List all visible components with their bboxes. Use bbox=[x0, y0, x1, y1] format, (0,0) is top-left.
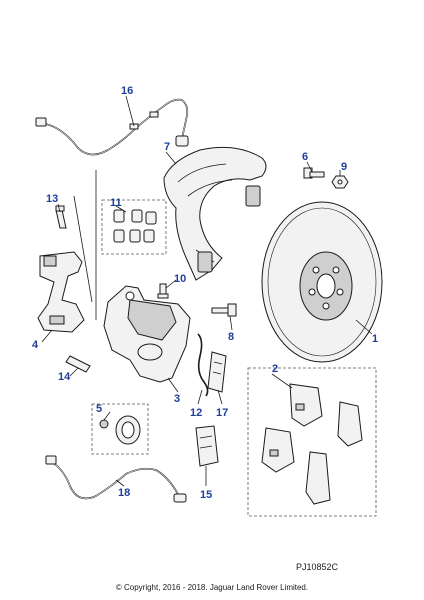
callout-8: 8 bbox=[228, 331, 234, 343]
leader-lines bbox=[41, 95, 373, 487]
callout-1: 1 bbox=[372, 333, 378, 345]
bolt-6[interactable] bbox=[303, 167, 325, 179]
brake-disc-1[interactable] bbox=[261, 201, 383, 363]
copyright-notice: © Copyright, 2016 - 2018. Jaguar Land Ro… bbox=[115, 583, 309, 592]
callout-5: 5 bbox=[96, 403, 102, 415]
brake-caliper-3[interactable] bbox=[103, 285, 191, 383]
callout-11: 11 bbox=[110, 197, 122, 209]
guide-pin-8[interactable] bbox=[211, 303, 237, 317]
seal-kit-5[interactable] bbox=[91, 403, 149, 455]
callout-18: 18 bbox=[118, 487, 130, 499]
spring-clip-12[interactable] bbox=[197, 333, 209, 397]
callout-4: 4 bbox=[32, 339, 39, 351]
callout-3: 3 bbox=[174, 393, 180, 405]
diagram-reference: PJ10852C bbox=[296, 562, 339, 572]
callout-7: 7 bbox=[164, 141, 170, 153]
bleed-valve-10[interactable] bbox=[157, 283, 169, 299]
bolt-13[interactable] bbox=[55, 205, 67, 229]
callout-2: 2 bbox=[272, 363, 278, 375]
callout-14: 14 bbox=[58, 371, 71, 383]
splash-shield-7[interactable] bbox=[163, 146, 267, 281]
callout-6: 6 bbox=[302, 151, 308, 163]
callout-17: 17 bbox=[216, 407, 228, 419]
abs-sensor-wire-18[interactable] bbox=[45, 455, 187, 503]
callout-10: 10 bbox=[174, 273, 186, 285]
anti-rattle-plate-17[interactable] bbox=[207, 351, 227, 393]
caliper-carrier-4[interactable] bbox=[37, 251, 85, 333]
shim-plate-15[interactable] bbox=[195, 425, 219, 467]
slide-pin-14[interactable] bbox=[65, 355, 91, 373]
callout-16: 16 bbox=[121, 85, 133, 97]
bushing-set-11[interactable] bbox=[101, 199, 167, 255]
brake-pad-set-2[interactable] bbox=[247, 367, 377, 517]
callout-15: 15 bbox=[200, 489, 212, 501]
callout-12: 12 bbox=[190, 407, 202, 419]
abs-sensor-wire-16[interactable] bbox=[35, 98, 189, 156]
callout-9: 9 bbox=[341, 161, 347, 173]
nut-9[interactable] bbox=[331, 175, 349, 189]
callout-13: 13 bbox=[46, 193, 58, 205]
